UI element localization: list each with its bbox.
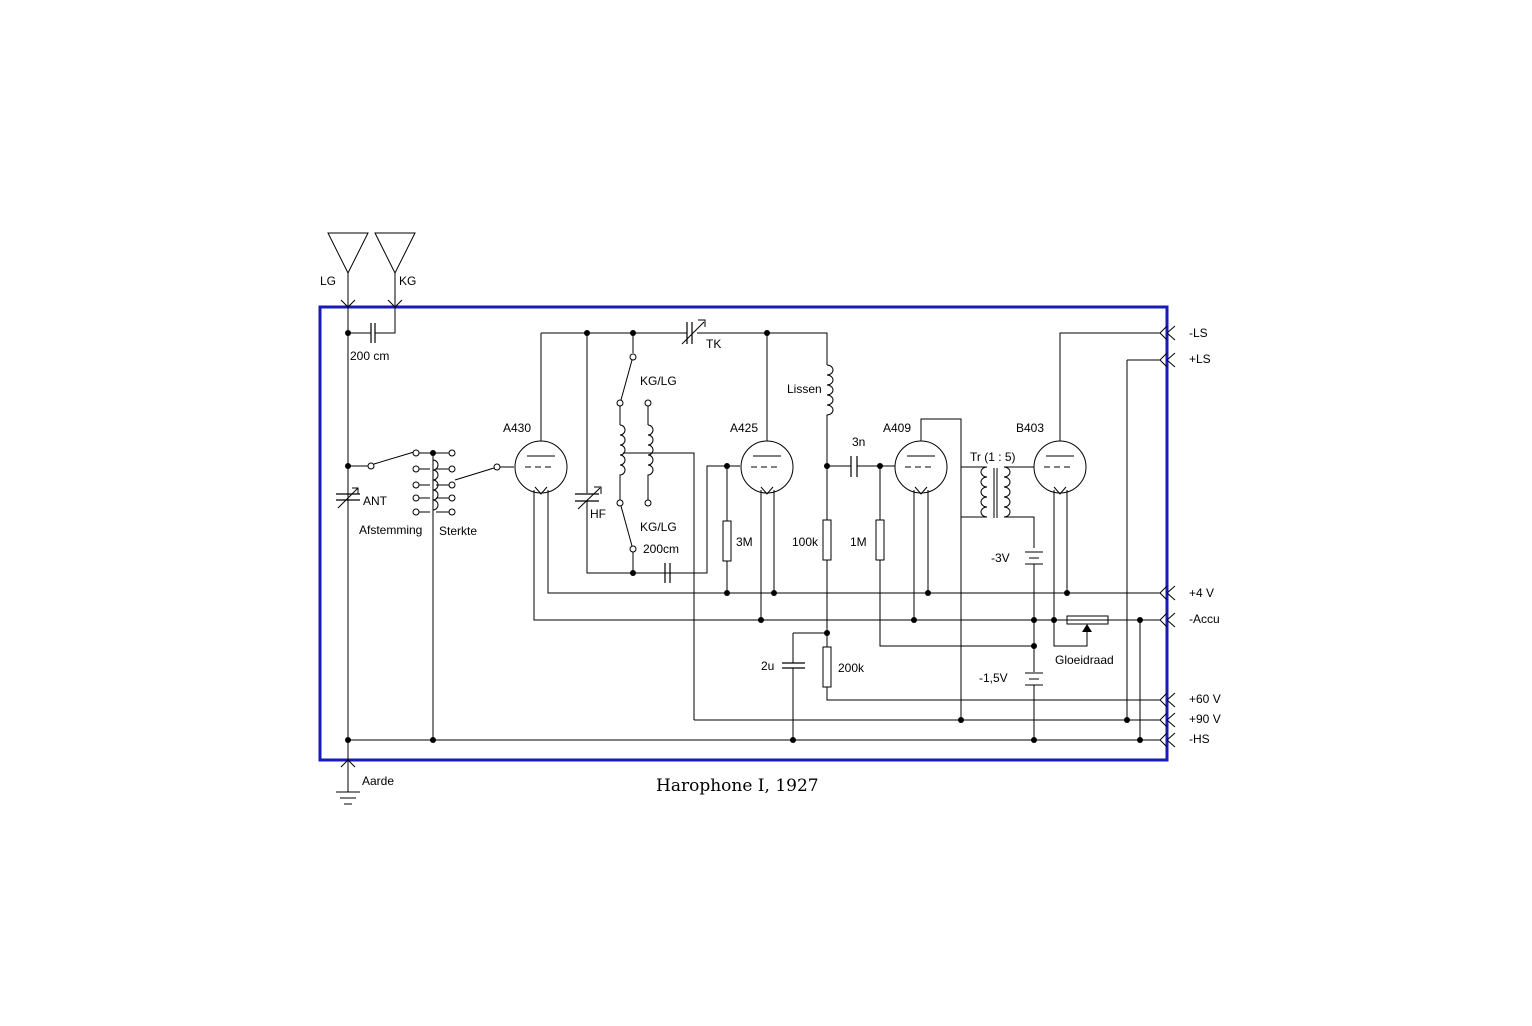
bat-15v-label: -1,5V (979, 671, 1008, 685)
kglg-top-label: KG/LG (640, 374, 677, 388)
inductor-lissen (767, 332, 834, 520)
c-grid-label: 200cm (643, 542, 679, 556)
terminal-plus-90v: +90 V (1189, 712, 1221, 726)
afstemming-label: Afstemming (359, 523, 422, 537)
c-2u-label: 2u (761, 659, 774, 673)
ground-label: Aarde (362, 774, 394, 788)
terminal-minus-accu: -Accu (1189, 612, 1220, 626)
resistor-1m (875, 466, 1034, 647)
terminal-minus-ls: -LS (1189, 326, 1208, 340)
resistor-100k (822, 519, 832, 647)
c-ant-label: 200 cm (350, 349, 389, 363)
r-200k-label: 200k (838, 661, 865, 675)
transformer-label: Tr (1 : 5) (970, 450, 1016, 464)
terminal-minus-hs: -HS (1189, 732, 1210, 746)
tube-b403-label: B403 (1016, 421, 1044, 435)
capacitor-3n (827, 456, 895, 477)
terminal-plus-60v: +60 V (1189, 692, 1221, 706)
chassis-frame (318, 305, 1169, 762)
tube-a409-label: A409 (883, 421, 911, 435)
r-1m-label: 1M (850, 535, 867, 549)
resistor-200k (822, 646, 1160, 701)
capacitor-200cm-ant (347, 307, 396, 740)
variable-capacitor-ant (336, 487, 360, 509)
kglg-bottom-label: KG/LG (640, 520, 677, 534)
terminal-plus-ls: +LS (1189, 352, 1211, 366)
battery-3v (1025, 551, 1043, 672)
bat-3v-label: -3V (991, 551, 1010, 565)
tube-a430 (514, 333, 568, 495)
variable-capacitor-hf (575, 486, 602, 510)
diagram-caption: Harophone I, 1927 (656, 776, 819, 796)
r-100k-label: 100k (792, 535, 819, 549)
transformer-tr (961, 466, 1035, 548)
hf-label: HF (590, 507, 606, 521)
capacitor-2u (782, 662, 805, 740)
terminal-plus-4v: +4 V (1189, 586, 1214, 600)
ground-symbol (336, 740, 360, 805)
tube-a425 (740, 333, 794, 620)
tube-a430-label: A430 (503, 421, 531, 435)
resistor-3m (722, 466, 732, 593)
antenna-kg-label: KG (399, 274, 416, 288)
lissen-label: Lissen (787, 382, 822, 396)
capacitor-200cm-grid (664, 465, 740, 583)
r-3m-label: 3M (736, 535, 753, 549)
tk-label: TK (706, 337, 721, 351)
tube-a425-label: A425 (730, 421, 758, 435)
tube-b403 (1033, 332, 1160, 647)
rheostat-gloeidraad (1054, 615, 1160, 632)
sterkte-label: Sterkte (439, 524, 477, 538)
terminal-arrows (1159, 325, 1176, 748)
battery-1-5v (1025, 672, 1043, 740)
antenna-kg (374, 232, 416, 308)
gloeidraad-label: Gloeidraad (1055, 653, 1114, 667)
tube-a409 (894, 418, 962, 720)
c-3n-label: 3n (852, 435, 865, 449)
antenna-lg-label: LG (320, 274, 336, 288)
ant-label: ANT (363, 494, 388, 508)
variable-capacitor-tk (681, 319, 706, 345)
antenna-lg (327, 232, 369, 308)
